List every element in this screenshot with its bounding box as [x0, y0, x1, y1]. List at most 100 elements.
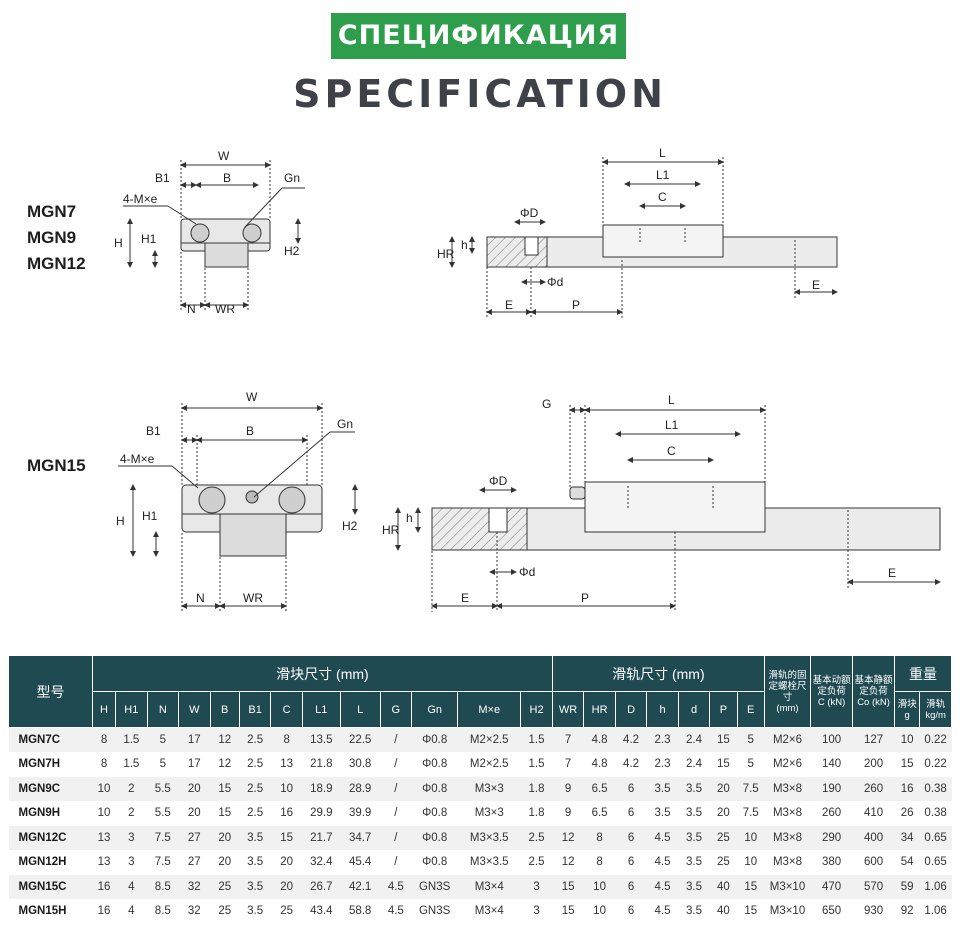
table-cell: /	[394, 807, 398, 820]
table-cell: Φ0.8	[422, 831, 448, 844]
col-W: W	[178, 691, 211, 728]
col-H: H	[91, 691, 117, 728]
table-cell: 4.5	[654, 831, 671, 844]
table-cell: 26	[900, 807, 914, 820]
front-view-small	[123, 160, 305, 312]
side-view-large-labels: G L L1 C ΦD Φd HR h E P E	[382, 393, 896, 605]
table-cell-model: MGN15H	[18, 905, 67, 918]
table-cell: 20	[717, 782, 730, 795]
spec-table: 型号 滑块尺寸 (mm) 滑轨尺寸 (mm) 滑轨的固定螺栓尺寸(mm) 基本动…	[8, 655, 952, 924]
table-cell: 16	[97, 880, 111, 893]
table-cell: 1.06	[924, 905, 947, 918]
table-cell: 10	[744, 856, 758, 869]
table-cell-model: MGN7H	[18, 758, 61, 771]
table-cell: 127	[863, 734, 884, 746]
table-cell: 25	[717, 831, 730, 844]
table-cell: 3	[533, 905, 540, 918]
table-cell: 5	[159, 734, 166, 746]
table-cell: 6.5	[591, 807, 608, 820]
label-W: W	[246, 390, 258, 404]
table-cell: 42.1	[348, 880, 372, 893]
col-B: B	[209, 691, 240, 728]
label-H2: H2	[284, 244, 300, 258]
front-view-large-labels: W B1 B Gn 4-M×e H H1 H2 N WR	[116, 390, 358, 605]
label-MxE: 4-M×e	[120, 452, 155, 466]
table-cell: 8	[100, 734, 108, 746]
label-H1: H1	[142, 509, 158, 523]
col-H1: H1	[115, 691, 148, 728]
table-cell: 650	[821, 905, 842, 918]
table-cell: 8.5	[154, 905, 171, 918]
table-cell: 0.22	[924, 734, 947, 746]
col-N: N	[146, 691, 180, 728]
table-cell: 17	[187, 734, 201, 746]
table-cell: /	[394, 782, 398, 795]
label-HR: HR	[382, 523, 400, 537]
table-cell: 3.5	[686, 807, 703, 820]
col-C: C	[270, 691, 303, 728]
table-cell: 6	[627, 856, 635, 869]
label-B: B	[223, 171, 231, 185]
table-cell: 28.9	[348, 782, 372, 795]
table-cell: 92	[900, 905, 914, 918]
side-view-small-labels: L L1 C ΦD Φd HR h E P E	[437, 146, 820, 312]
col-weight-block-unit: g	[904, 709, 910, 721]
label-P: P	[581, 591, 589, 605]
table-cell: 2	[128, 807, 135, 820]
header-dynamic-load-text: 基本动额定负荷	[812, 675, 851, 697]
table-cell: 3.5	[686, 880, 703, 893]
table-cell: 570	[863, 880, 884, 893]
table-cell: 54	[900, 856, 914, 869]
header-block-group: 滑块尺寸 (mm)	[91, 655, 553, 692]
header-row-groups: 型号 滑块尺寸 (mm) 滑轨尺寸 (mm) 滑轨的固定螺栓尺寸(mm) 基本动…	[8, 655, 952, 728]
header-bolt: 滑轨的固定螺栓尺寸(mm)	[763, 655, 812, 728]
table-cell: 2.4	[686, 758, 703, 771]
table-cell: M3×10	[769, 905, 806, 918]
table-cell: 6	[627, 905, 635, 918]
header-bolt-text: 滑轨的固定螺栓尺寸	[768, 669, 807, 703]
table-cell: 7	[564, 734, 572, 746]
table-cell: 10	[280, 782, 294, 795]
table-cell: 20	[218, 856, 232, 869]
table-cell: 34.7	[348, 831, 372, 844]
table-cell: M3×3.5	[469, 856, 509, 869]
table-cell: 8	[283, 734, 290, 746]
table-cell: 3.5	[247, 905, 264, 918]
table-cell: 400	[863, 831, 884, 844]
table-cell: 1.5	[528, 734, 545, 746]
table-cell: M2×6	[772, 758, 803, 771]
col-E: E	[736, 691, 765, 728]
table-cell: 40	[717, 880, 730, 893]
col-D: D	[614, 691, 648, 728]
header-static-load-unit: Co (kN)	[857, 697, 890, 708]
table-cell: 6	[627, 831, 635, 844]
table-cell: 100	[821, 734, 842, 746]
table-cell: 13	[97, 831, 111, 844]
label-H: H	[116, 514, 125, 528]
table-cell: /	[394, 734, 398, 746]
table-cell: 5	[747, 758, 754, 771]
table-cell: 15	[218, 782, 232, 795]
label-PhiD: ΦD	[520, 206, 539, 220]
table-cell: 22.5	[348, 734, 372, 746]
table-cell: 2.3	[654, 758, 671, 771]
label-H1: H1	[141, 232, 157, 246]
table-cell: 32	[187, 880, 201, 893]
col-L: L	[339, 691, 381, 728]
table-cell: GN3S	[418, 905, 451, 918]
table-cell: 2.4	[686, 734, 703, 746]
table-cell: 3.5	[686, 856, 703, 869]
table-cell: 1.5	[123, 734, 140, 746]
table-cell: 2.5	[247, 782, 264, 795]
label-P: P	[572, 298, 580, 312]
table-cell: M2×2.5	[469, 758, 509, 771]
table-cell: Φ0.8	[422, 856, 448, 869]
col-WR: WR	[551, 691, 585, 728]
table-cell: 25	[280, 905, 294, 918]
table-cell: 13.5	[310, 734, 333, 746]
table-cell: 5.5	[154, 807, 171, 820]
table-cell: 290	[821, 831, 842, 844]
table-cell: 7.5	[154, 856, 171, 869]
table-cell: 2.5	[247, 758, 264, 771]
